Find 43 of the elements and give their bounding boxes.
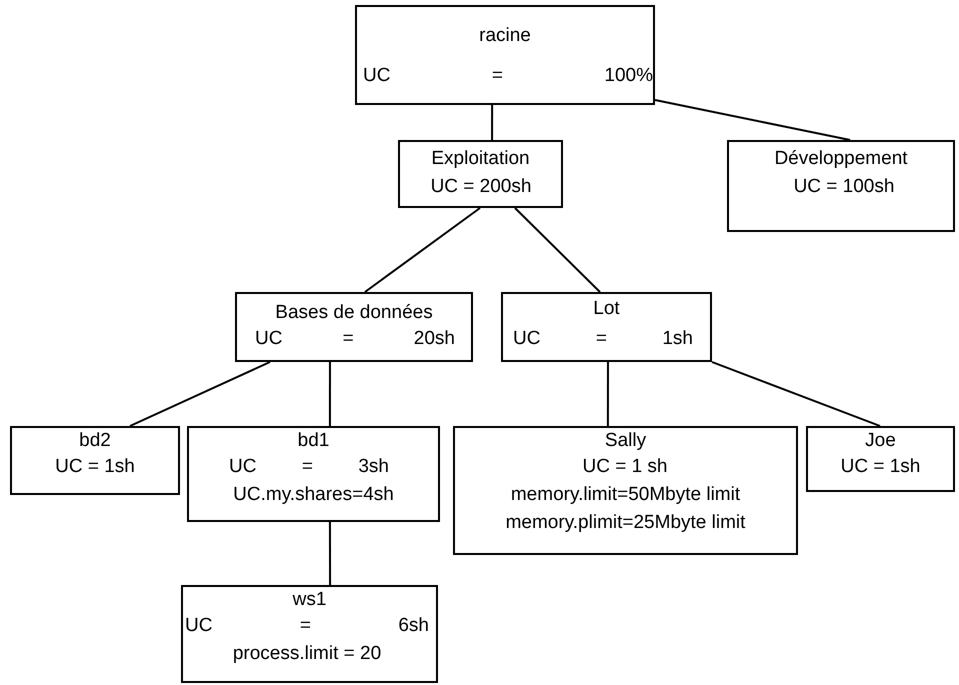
node-box	[235, 292, 473, 362]
node-title: bd1	[296, 430, 330, 452]
node-title: Développement	[773, 148, 909, 170]
connector-line	[328, 522, 332, 585]
node-title: Exploitation	[430, 148, 531, 170]
node-box	[181, 585, 438, 683]
node-box	[10, 426, 180, 495]
node-text: UC = 1sh	[513, 328, 693, 350]
node-box	[355, 5, 655, 105]
connector-line	[491, 105, 494, 140]
connector-line	[364, 207, 481, 293]
node-title: ws1	[292, 589, 328, 611]
node-text: process.limit = 20	[232, 643, 382, 665]
node-box	[187, 426, 440, 522]
node-text: UC = 200sh	[430, 176, 532, 198]
node-box	[453, 426, 798, 555]
connector-line	[712, 361, 880, 427]
node-title: Sally	[604, 430, 648, 452]
node-title: Bases de données	[274, 302, 434, 324]
node-box	[727, 140, 955, 232]
node-box	[398, 140, 563, 208]
connector-line	[328, 362, 331, 426]
node-box	[806, 426, 955, 492]
node-text: UC = 100%	[363, 65, 653, 87]
node-text: UC = 20sh	[255, 328, 455, 350]
node-text: UC = 1 sh	[581, 456, 668, 478]
connector-line	[130, 361, 270, 427]
node-text: UC = 3sh	[229, 456, 389, 478]
node-title: bd2	[78, 430, 112, 452]
node-title: Lot	[592, 298, 621, 320]
node-title: racine	[478, 25, 532, 47]
connector-line	[606, 362, 609, 426]
connector-line	[654, 99, 850, 141]
connector-line	[514, 207, 601, 293]
node-text: UC.my.shares=4sh	[232, 484, 395, 506]
node-text: UC = 1sh	[840, 456, 922, 478]
node-text: memory.plimit=25Mbyte limit	[504, 512, 746, 534]
node-title: Joe	[864, 430, 897, 452]
node-text: UC = 1sh	[54, 456, 136, 478]
node-text: memory.limit=50Mbyte limit	[510, 484, 742, 506]
node-box	[501, 292, 712, 362]
node-text: UC = 6sh	[185, 615, 429, 637]
node-text: UC = 100sh	[792, 176, 896, 198]
